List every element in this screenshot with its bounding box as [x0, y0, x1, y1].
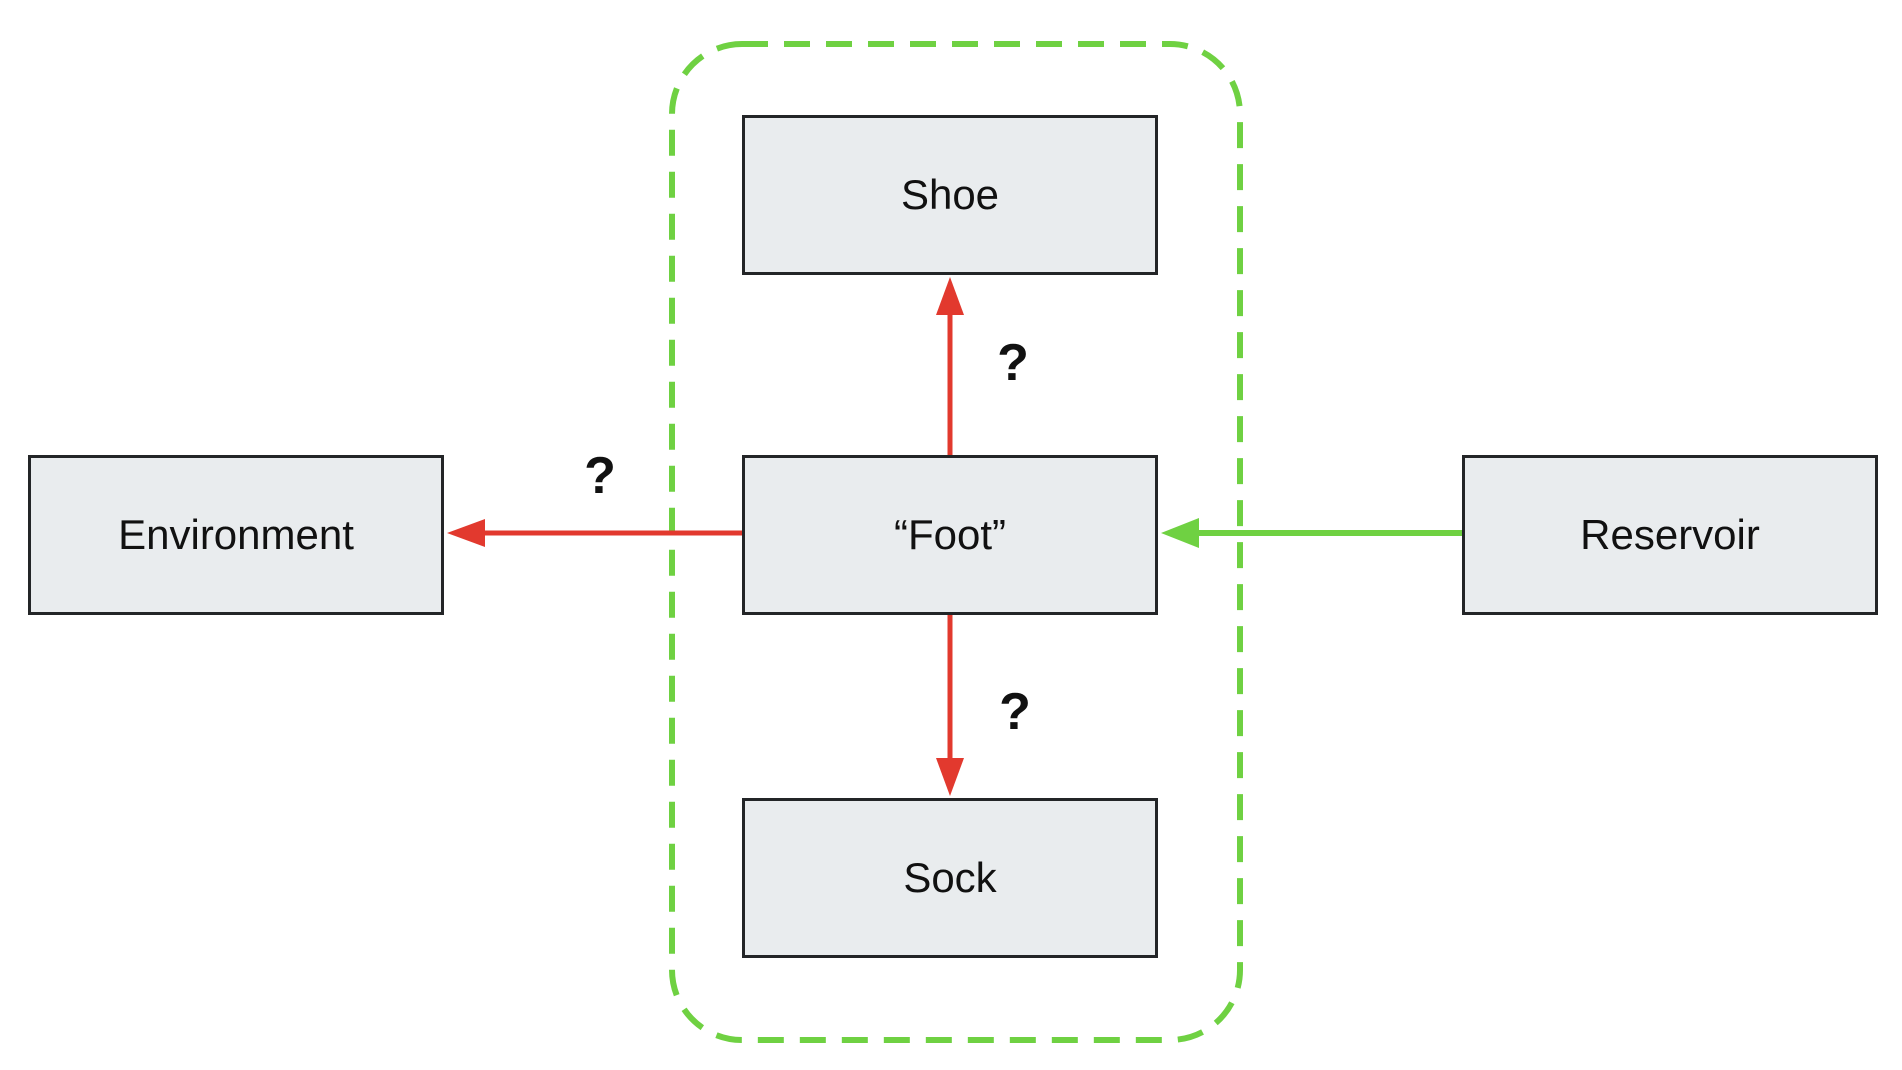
node-environment: Environment — [28, 455, 444, 615]
node-foot: “Foot” — [742, 455, 1158, 615]
edge-reservoir-foot-arrowhead-icon — [1161, 518, 1199, 548]
node-reservoir: Reservoir — [1462, 455, 1878, 615]
node-shoe: Shoe — [742, 115, 1158, 275]
edge-foot-environment-arrowhead-icon — [447, 519, 485, 547]
edge-foot-sock-label: ? — [999, 683, 1031, 741]
node-sock-label: Sock — [903, 854, 997, 901]
node-environment-label: Environment — [118, 511, 354, 558]
edge-foot-sock-arrowhead-icon — [936, 758, 964, 796]
edge-foot-environment-label: ? — [584, 447, 616, 505]
node-shoe-label: Shoe — [900, 171, 1000, 218]
node-reservoir-label: Reservoir — [1580, 511, 1760, 558]
edge-foot-shoe-label: ? — [997, 334, 1029, 392]
edge-foot-shoe-arrowhead-icon — [936, 277, 964, 315]
node-foot-label: “Foot” — [893, 511, 1006, 558]
node-sock: Sock — [742, 798, 1158, 958]
